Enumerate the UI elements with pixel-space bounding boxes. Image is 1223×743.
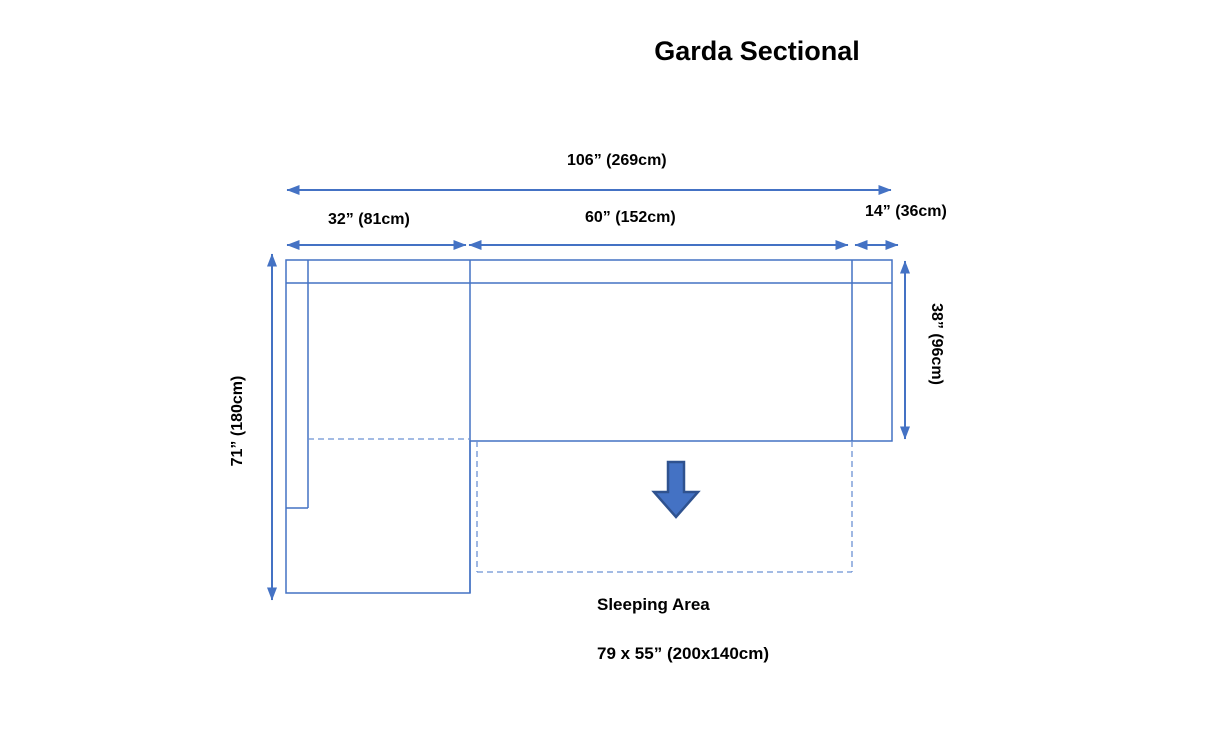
sleeping-area-label: Sleeping Area (597, 595, 710, 614)
diagram-title: Garda Sectional (654, 36, 860, 66)
dim-label-arm-width: 14” (36cm) (865, 203, 947, 220)
sofa-outline (285, 259, 893, 594)
dim-label-overall-width: 106” (269cm) (567, 152, 667, 169)
pull-out-arrow-icon (651, 460, 701, 519)
sleeping-area-size-label: 79 x 55” (200x140cm) (597, 644, 770, 663)
dim-label-seat-width: 60” (152cm) (585, 209, 676, 226)
dim-label-body-depth: 38” (96cm) (928, 303, 945, 385)
dim-label-overall-depth: 71” (180cm) (229, 375, 246, 467)
dim-label-chaise-width: 32” (81cm) (328, 211, 410, 228)
